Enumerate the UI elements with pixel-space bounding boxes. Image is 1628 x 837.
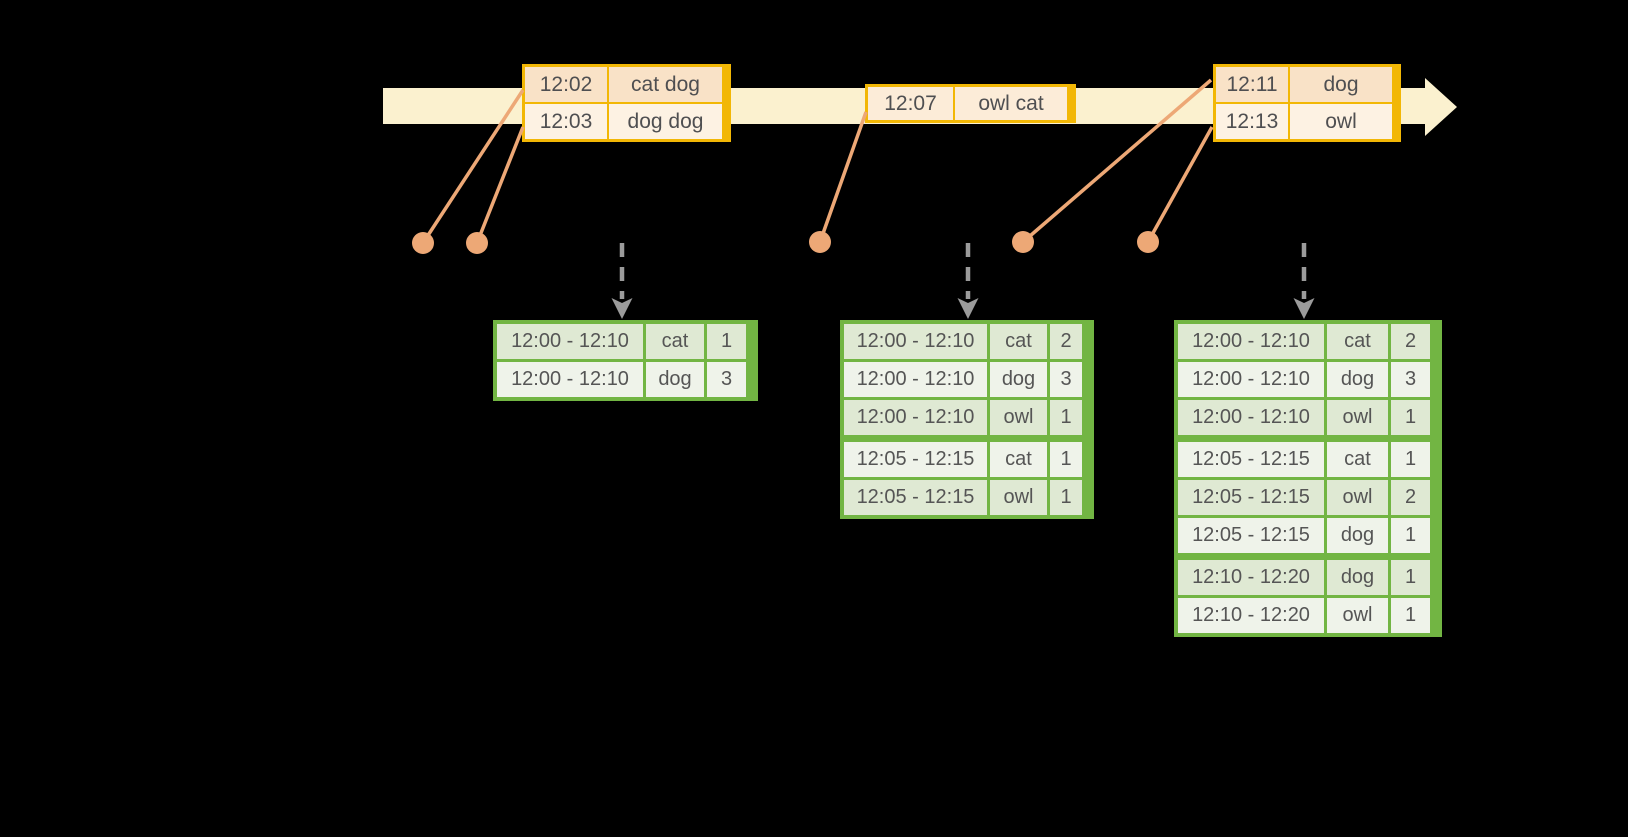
count-cell: 1 — [1391, 560, 1430, 595]
count-cell: 1 — [1050, 480, 1082, 515]
count-cell: 3 — [1050, 362, 1082, 397]
trigger-arrow-icon — [957, 243, 979, 319]
event-table-3: 12:11 dog 12:13 owl — [1213, 64, 1401, 142]
window-cell: 12:00 - 12:10 — [1178, 400, 1324, 435]
word-cell: dog — [1327, 560, 1388, 595]
count-cell: 1 — [1050, 442, 1082, 477]
table-row: 12:05 - 12:15 owl 2 — [1178, 480, 1438, 515]
window-cell: 12:00 - 12:10 — [1178, 324, 1324, 359]
window-cell: 12:00 - 12:10 — [844, 400, 987, 435]
event-row: 12:03 dog dog — [525, 104, 728, 139]
event-table-1: 12:02 cat dog 12:03 dog dog — [522, 64, 731, 142]
word-cell: owl — [990, 400, 1047, 435]
count-cell: 1 — [1391, 442, 1430, 477]
count-cell: 1 — [1391, 598, 1430, 633]
event-connector-line — [1146, 126, 1214, 243]
table-row: 12:05 - 12:15 dog 1 — [1178, 518, 1438, 553]
count-cell: 3 — [1391, 362, 1430, 397]
event-words: owl cat — [955, 87, 1067, 120]
event-row: 12:07 owl cat — [868, 87, 1073, 120]
event-row: 12:11 dog — [1216, 67, 1398, 102]
word-cell: dog — [990, 362, 1047, 397]
event-words: dog dog — [609, 104, 722, 139]
word-cell: owl — [1327, 480, 1388, 515]
count-cell: 2 — [1391, 480, 1430, 515]
word-cell: owl — [1327, 400, 1388, 435]
count-cell: 1 — [707, 324, 746, 359]
event-words: owl — [1290, 104, 1392, 139]
table-row: 12:00 - 12:10 dog 3 — [1178, 362, 1438, 397]
table-row: 12:05 - 12:15 cat 1 — [844, 442, 1090, 477]
event-row: 12:13 owl — [1216, 104, 1398, 139]
table-row: 12:00 - 12:10 cat 2 — [844, 324, 1090, 359]
table-row: 12:05 - 12:15 cat 1 — [1178, 442, 1438, 477]
word-cell: cat — [1327, 324, 1388, 359]
word-cell: dog — [1327, 362, 1388, 397]
count-cell: 1 — [1050, 400, 1082, 435]
event-time: 12:03 — [525, 104, 607, 139]
window-cell: 12:10 - 12:20 — [1178, 560, 1324, 595]
event-dot — [1137, 231, 1159, 253]
word-cell: owl — [990, 480, 1047, 515]
event-dot — [809, 231, 831, 253]
window-cell: 12:05 - 12:15 — [1178, 518, 1324, 553]
result-table-3: 12:00 - 12:10 cat 2 12:00 - 12:10 dog 3 … — [1174, 320, 1442, 637]
window-cell: 12:00 - 12:10 — [497, 362, 643, 397]
table-row: 12:00 - 12:10 dog 3 — [497, 362, 754, 397]
table-row: 12:05 - 12:15 owl 1 — [844, 480, 1090, 515]
event-words: dog — [1290, 67, 1392, 102]
event-time: 12:11 — [1216, 67, 1288, 102]
count-cell: 3 — [707, 362, 746, 397]
result-table-1: 12:00 - 12:10 cat 1 12:00 - 12:10 dog 3 — [493, 320, 758, 401]
word-cell: dog — [646, 362, 704, 397]
event-connector-line — [475, 126, 525, 244]
word-cell: cat — [990, 324, 1047, 359]
result-table-2: 12:00 - 12:10 cat 2 12:00 - 12:10 dog 3 … — [840, 320, 1094, 519]
event-time: 12:02 — [525, 67, 607, 102]
event-dot — [1012, 231, 1034, 253]
table-row: 12:00 - 12:10 owl 1 — [844, 400, 1090, 435]
window-cell: 12:00 - 12:10 — [1178, 362, 1324, 397]
window-cell: 12:00 - 12:10 — [497, 324, 643, 359]
event-dot — [466, 232, 488, 254]
event-dot — [412, 232, 434, 254]
event-table-2: 12:07 owl cat — [865, 84, 1076, 123]
window-cell: 12:05 - 12:15 — [844, 480, 987, 515]
event-row: 12:02 cat dog — [525, 67, 728, 102]
table-row: 12:10 - 12:20 dog 1 — [1178, 560, 1438, 595]
event-words: cat dog — [609, 67, 722, 102]
count-cell: 1 — [1391, 400, 1430, 435]
word-cell: owl — [1327, 598, 1388, 633]
window-cell: 12:00 - 12:10 — [844, 362, 987, 397]
trigger-arrow-icon — [1293, 243, 1315, 319]
event-connector-line — [818, 111, 868, 243]
count-cell: 2 — [1050, 324, 1082, 359]
word-cell: cat — [1327, 442, 1388, 477]
table-row: 12:00 - 12:10 owl 1 — [1178, 400, 1438, 435]
table-row: 12:00 - 12:10 dog 3 — [844, 362, 1090, 397]
window-cell: 12:05 - 12:15 — [1178, 480, 1324, 515]
timeline-arrowhead-icon — [1425, 78, 1457, 136]
count-cell: 1 — [1391, 518, 1430, 553]
event-time: 12:07 — [868, 87, 953, 120]
window-cell: 12:05 - 12:15 — [1178, 442, 1324, 477]
word-cell: dog — [1327, 518, 1388, 553]
trigger-arrow-icon — [611, 243, 633, 319]
table-row: 12:10 - 12:20 owl 1 — [1178, 598, 1438, 633]
window-cell: 12:05 - 12:15 — [844, 442, 987, 477]
word-cell: cat — [990, 442, 1047, 477]
window-cell: 12:00 - 12:10 — [844, 324, 987, 359]
word-cell: cat — [646, 324, 704, 359]
window-cell: 12:10 - 12:20 — [1178, 598, 1324, 633]
table-row: 12:00 - 12:10 cat 1 — [497, 324, 754, 359]
event-time: 12:13 — [1216, 104, 1288, 139]
count-cell: 2 — [1391, 324, 1430, 359]
table-row: 12:00 - 12:10 cat 2 — [1178, 324, 1438, 359]
